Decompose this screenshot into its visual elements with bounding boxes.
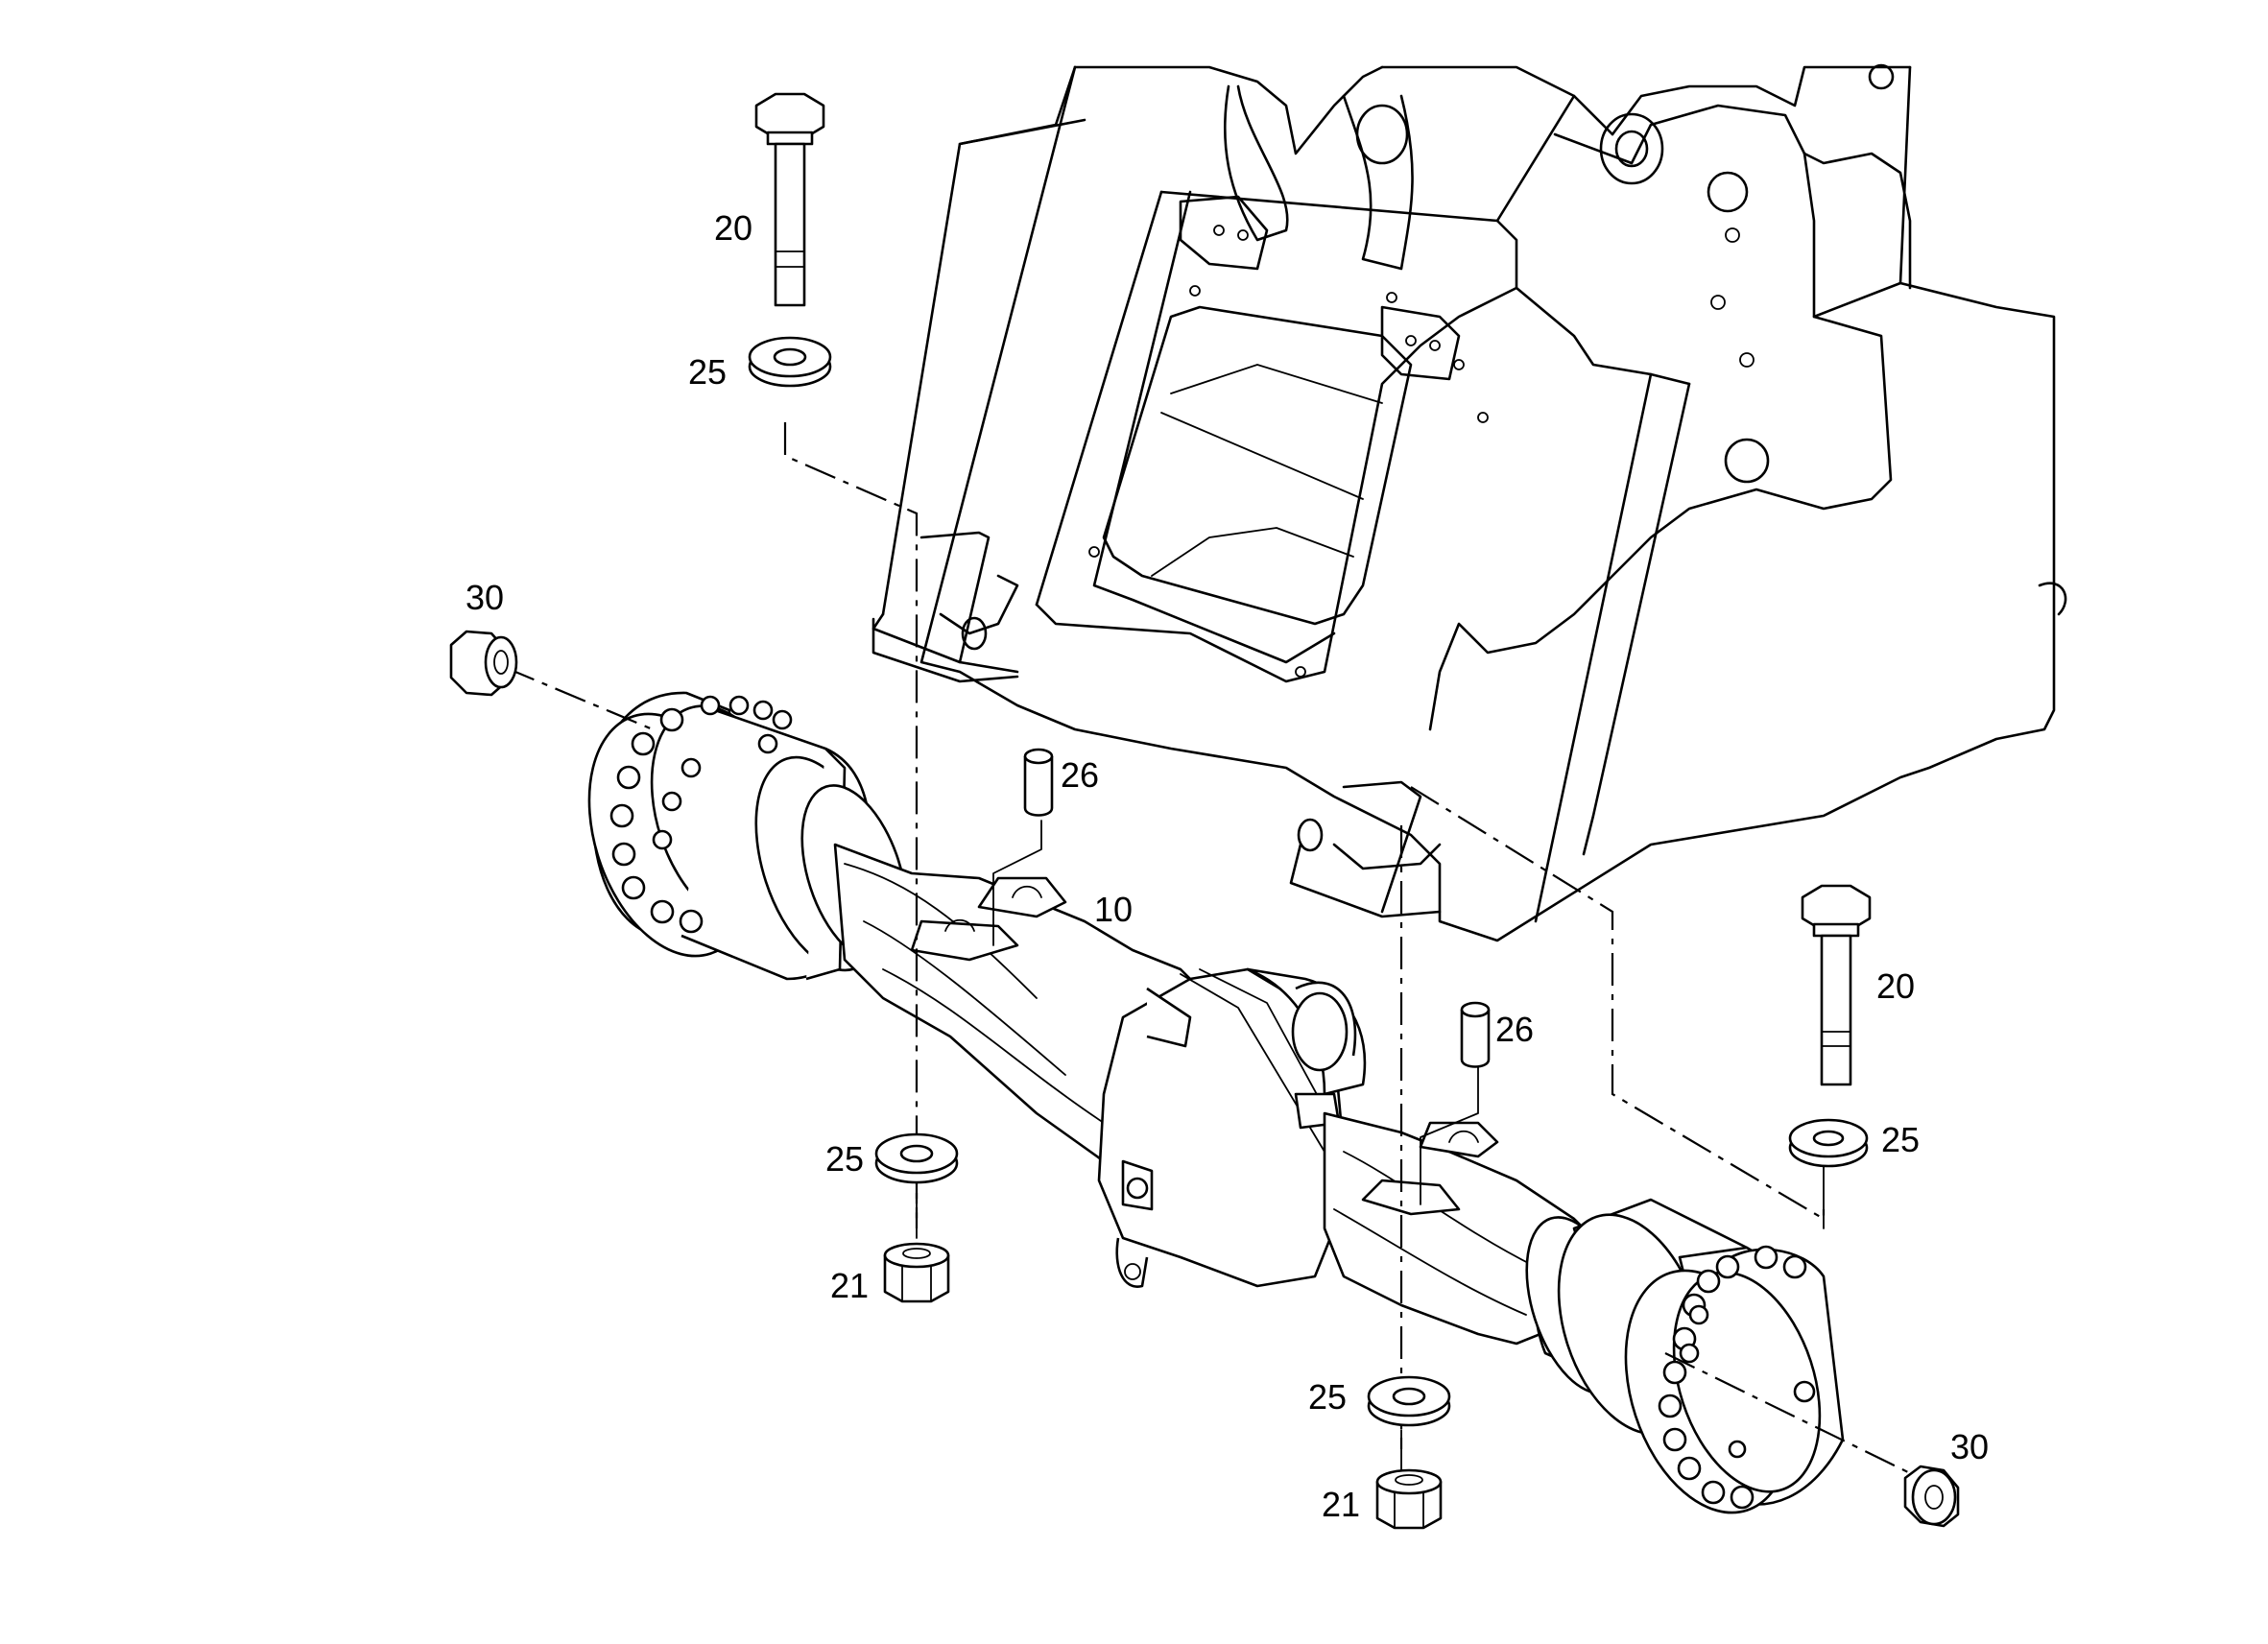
right-hub-bolts [1658,1245,1807,1510]
hub-nut-right [1903,1465,1960,1528]
label-axle: 10 [1094,890,1133,929]
hub-nut-left [449,630,518,697]
bolt-right [1801,884,1872,1086]
label-washer-mid-left: 25 [825,1139,864,1179]
frame [871,63,2067,942]
pin-right [1460,1001,1491,1068]
label-bolt-right: 20 [1876,966,1915,1006]
label-hub-nut-right: 30 [1950,1427,1989,1466]
pin-left [1023,748,1054,817]
label-bolt-left: 20 [714,208,752,248]
washer-right [1788,1118,1869,1168]
left-hub-bolts [609,695,793,934]
washer-top-left [748,336,832,388]
nut-right [1375,1468,1443,1530]
nut-left [883,1242,950,1303]
axle [587,691,1845,1514]
label-pin-left: 26 [1061,755,1099,795]
label-washer-bottom-right: 25 [1308,1377,1347,1417]
label-nut-right: 21 [1322,1485,1360,1524]
label-hub-nut-left: 30 [466,578,504,617]
label-pin-right: 26 [1495,1010,1534,1049]
assembly-lines [503,422,1911,1474]
label-washer-top-left: 25 [688,352,727,392]
label-nut-left: 21 [830,1266,869,1305]
bolt-left [754,92,825,307]
washer-mid-left [874,1132,959,1184]
washer-bottom-right [1367,1375,1451,1427]
label-washer-right: 25 [1881,1120,1920,1159]
